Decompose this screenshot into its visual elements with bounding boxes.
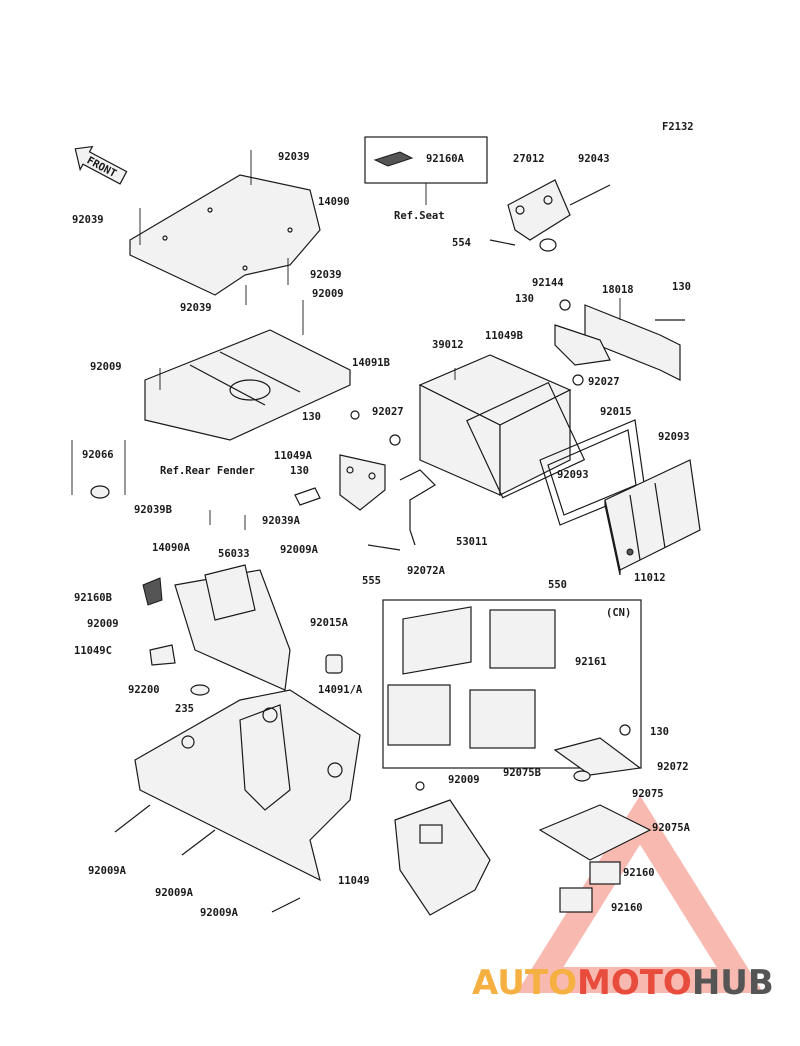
part-label-p56033: 56033 bbox=[218, 548, 250, 560]
cn-tag: (CN) bbox=[606, 607, 631, 619]
cn-group-92161: (CN) bbox=[382, 599, 642, 769]
watermark-auto: AUTO bbox=[472, 963, 577, 1003]
part-label-p14091a: 14091/A bbox=[318, 684, 363, 696]
part-label-p11049a: 11049A bbox=[274, 450, 313, 462]
bracket-18018 bbox=[584, 298, 685, 381]
part-label-p92039a: 92039 bbox=[278, 151, 310, 163]
part-label-p92160c: 92160 bbox=[623, 867, 655, 879]
part-label-p92009aa: 92009A bbox=[280, 544, 319, 556]
part-label-p92093a: 92093 bbox=[658, 431, 690, 443]
part-label-p92200: 92200 bbox=[128, 684, 160, 696]
bracket-92072 bbox=[553, 724, 642, 782]
part-label-p92075a: 92075A bbox=[652, 822, 691, 834]
part-label-p92093b: 92093 bbox=[557, 469, 589, 481]
part-label-p92009ac: 92009A bbox=[155, 887, 194, 899]
part-label-p92072a: 92072A bbox=[407, 565, 446, 577]
part-label-p92027b: 92027 bbox=[372, 406, 404, 418]
part-label-p555: 555 bbox=[362, 575, 381, 587]
cover-14091b bbox=[144, 300, 351, 441]
part-label-p39012: 39012 bbox=[432, 339, 464, 351]
bracket-27012 bbox=[489, 179, 611, 252]
clamp-11049c bbox=[149, 644, 343, 696]
part-label-p92043: 92043 bbox=[578, 153, 610, 165]
part-label-p11049c: 11049C bbox=[74, 645, 112, 657]
battery-11012 bbox=[604, 459, 701, 576]
part-label-p92066: 92066 bbox=[82, 449, 114, 461]
part-label-p92015a: 92015A bbox=[310, 617, 349, 629]
part-label-p92009a: 92009 bbox=[312, 288, 344, 300]
part-label-p92009c: 92009 bbox=[87, 618, 119, 630]
battery-case-39012 bbox=[418, 354, 586, 499]
part-label-p554: 554 bbox=[452, 237, 471, 249]
pad-92075a bbox=[538, 804, 652, 913]
cover-14090a bbox=[142, 510, 291, 691]
part-label-p130b: 130 bbox=[672, 281, 691, 293]
watermark-moto: MOTO bbox=[577, 963, 692, 1003]
part-label-p130e: 130 bbox=[650, 726, 669, 738]
seat-pan-14090 bbox=[129, 150, 321, 305]
part-label-p92039b: 92039 bbox=[72, 214, 104, 226]
part-label-reffender: Ref.Rear Fender bbox=[160, 465, 255, 477]
part-label-p14090: 14090 bbox=[318, 196, 350, 208]
front-arrow-icon: FRONT bbox=[74, 145, 128, 185]
strap-92072a bbox=[367, 469, 436, 551]
part-label-p92160a: 92160A bbox=[426, 153, 465, 165]
part-label-p235: 235 bbox=[175, 703, 194, 715]
part-label-p92075: 92075 bbox=[632, 788, 664, 800]
bracket-11049a bbox=[294, 410, 401, 511]
part-label-p92009d: 92009 bbox=[448, 774, 480, 786]
ref-rear-fender bbox=[71, 440, 126, 499]
part-label-p11012: 11012 bbox=[634, 572, 666, 584]
part-label-p18018: 18018 bbox=[602, 284, 634, 296]
part-label-p11049b: 11049B bbox=[485, 330, 523, 342]
part-label-p92160b: 92160B bbox=[74, 592, 112, 604]
part-label-p92161: 92161 bbox=[575, 656, 607, 668]
part-label-p92039aa: 92039A bbox=[262, 515, 301, 527]
part-label-p550: 550 bbox=[548, 579, 567, 591]
part-label-p130a: 130 bbox=[515, 293, 534, 305]
part-label-p92009ab: 92009A bbox=[88, 865, 127, 877]
part-label-refseat: Ref.Seat bbox=[394, 210, 445, 222]
part-label-p53011: 53011 bbox=[456, 536, 488, 548]
part-label-p92009b: 92009 bbox=[90, 361, 122, 373]
part-label-p92039bb: 92039B bbox=[134, 504, 172, 516]
part-number-labels: 92039 14090 92039 92039 92039 92009 14091B 9200… bbox=[72, 151, 691, 919]
part-label-p92015: 92015 bbox=[600, 406, 632, 418]
part-label-p92009ad: 92009A bbox=[200, 907, 239, 919]
part-label-p92039c: 92039 bbox=[310, 269, 342, 281]
clamp-11049b bbox=[554, 299, 611, 386]
cover-14091a bbox=[114, 689, 361, 913]
plate-11049 bbox=[394, 781, 491, 916]
watermark-hub: HUB bbox=[692, 963, 774, 1003]
part-label-p92144: 92144 bbox=[532, 277, 564, 289]
part-label-p92027a: 92027 bbox=[588, 376, 620, 388]
watermark-text: AUTOMOTOHUB bbox=[472, 963, 774, 1003]
ref-seat-box bbox=[364, 136, 488, 205]
part-label-p14090a: 14090A bbox=[152, 542, 191, 554]
part-label-p14091b: 14091B bbox=[352, 357, 390, 369]
part-label-p130c: 130 bbox=[302, 411, 321, 423]
part-label-p92075b: 92075B bbox=[503, 767, 541, 779]
part-label-p92160d: 92160 bbox=[611, 902, 643, 914]
part-label-p92039d: 92039 bbox=[180, 302, 212, 314]
part-label-p92072: 92072 bbox=[657, 761, 689, 773]
part-label-p27012: 27012 bbox=[513, 153, 545, 165]
part-label-p11049: 11049 bbox=[338, 875, 370, 887]
figure-code: F2132 bbox=[662, 121, 694, 133]
part-label-p130d: 130 bbox=[290, 465, 309, 477]
